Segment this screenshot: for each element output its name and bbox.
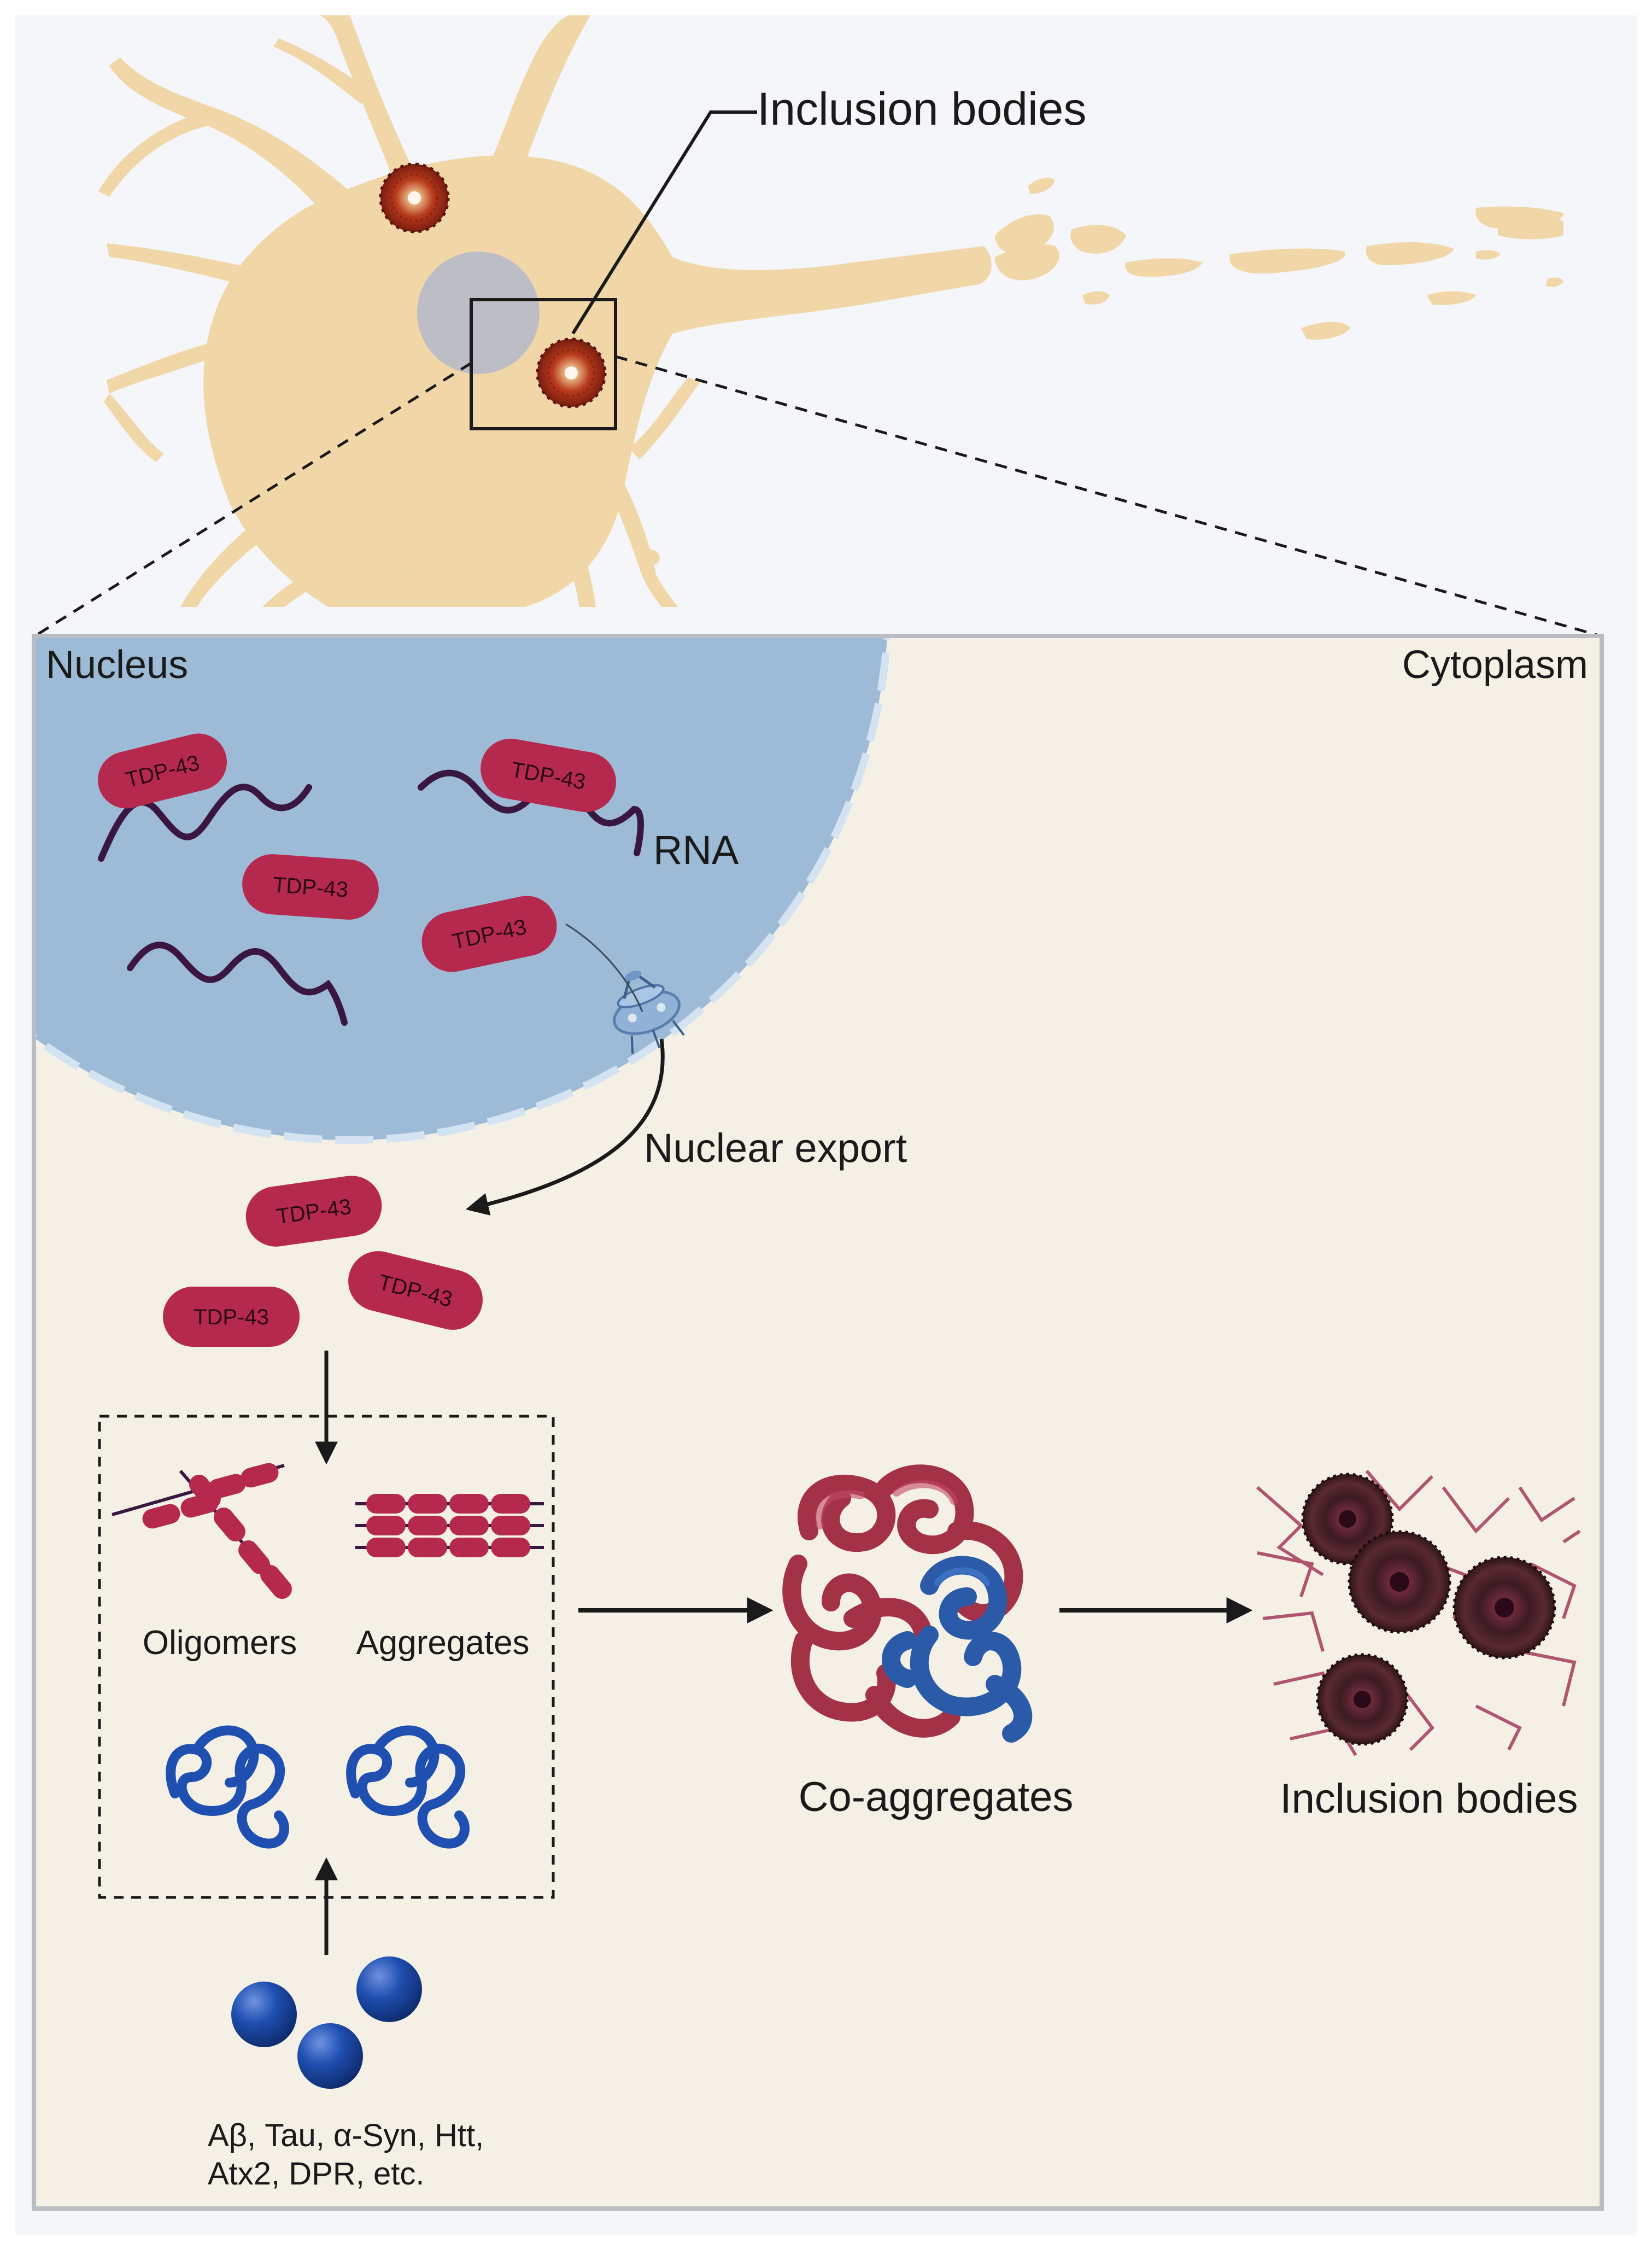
inclusion-bodies-label: Inclusion bodies [1280,1775,1578,1822]
aggregates-label: Aggregates [356,1624,529,1662]
inclusion-body-icon [1256,1470,1581,1756]
zoom-line-right [615,355,1601,638]
aggregate-icon [355,1494,544,1557]
tdp43-pill-icon: TDP-43 [348,1251,483,1330]
inclusion-body-icon [379,162,450,233]
partners-line1: Aβ, Tau, α-Syn, Htt, [208,2118,484,2153]
misfolded-protein-icon [346,1725,470,1849]
inclusion-body-icon [536,337,607,408]
cytoplasm-label: Cytoplasm [1402,643,1588,687]
misfolded-protein-icon [166,1725,289,1849]
soma-nucleus [417,252,540,374]
tdp43-pill-icon: TDP-43 [98,733,227,809]
tdp43-pill-icon: TDP-43 [245,1176,382,1247]
zoom-line-left [34,361,472,638]
svg-text:TDP-43: TDP-43 [272,873,349,902]
callout-label: Inclusion bodies [757,83,1086,135]
tdp43-pill-icon: TDP-43 [163,1287,300,1347]
co-aggregates-label: Co-aggregates [799,1774,1074,1820]
nuclear-pore-icon [613,971,685,1054]
nuclear-export-arrow [465,1038,665,1216]
nuclear-envelope [34,636,891,1144]
tdp43-pill-icon: TDP-43 [481,738,616,813]
protein-sphere-icon [231,1956,422,2089]
nuclear-export-label: Nuclear export [644,1125,907,1171]
tdp43-pill-icon: TDP-43 [421,896,557,972]
rna-label: RNA [653,827,739,873]
nucleus-label: Nucleus [46,643,188,687]
oligomer-icon [112,1463,292,1599]
rna-strand-icon [127,942,348,1026]
callout-line [571,110,757,335]
export-track [565,923,643,1012]
oligomers-label: Oligomers [143,1624,297,1662]
partners-line2: Atx2, DPR, etc. [208,2156,424,2192]
panel-frame [32,634,1604,2211]
co-aggregate-icon [782,1464,1033,1743]
svg-text:TDP-43: TDP-43 [194,1305,269,1329]
tdp43-pill-icon: TDP-43 [242,854,379,920]
